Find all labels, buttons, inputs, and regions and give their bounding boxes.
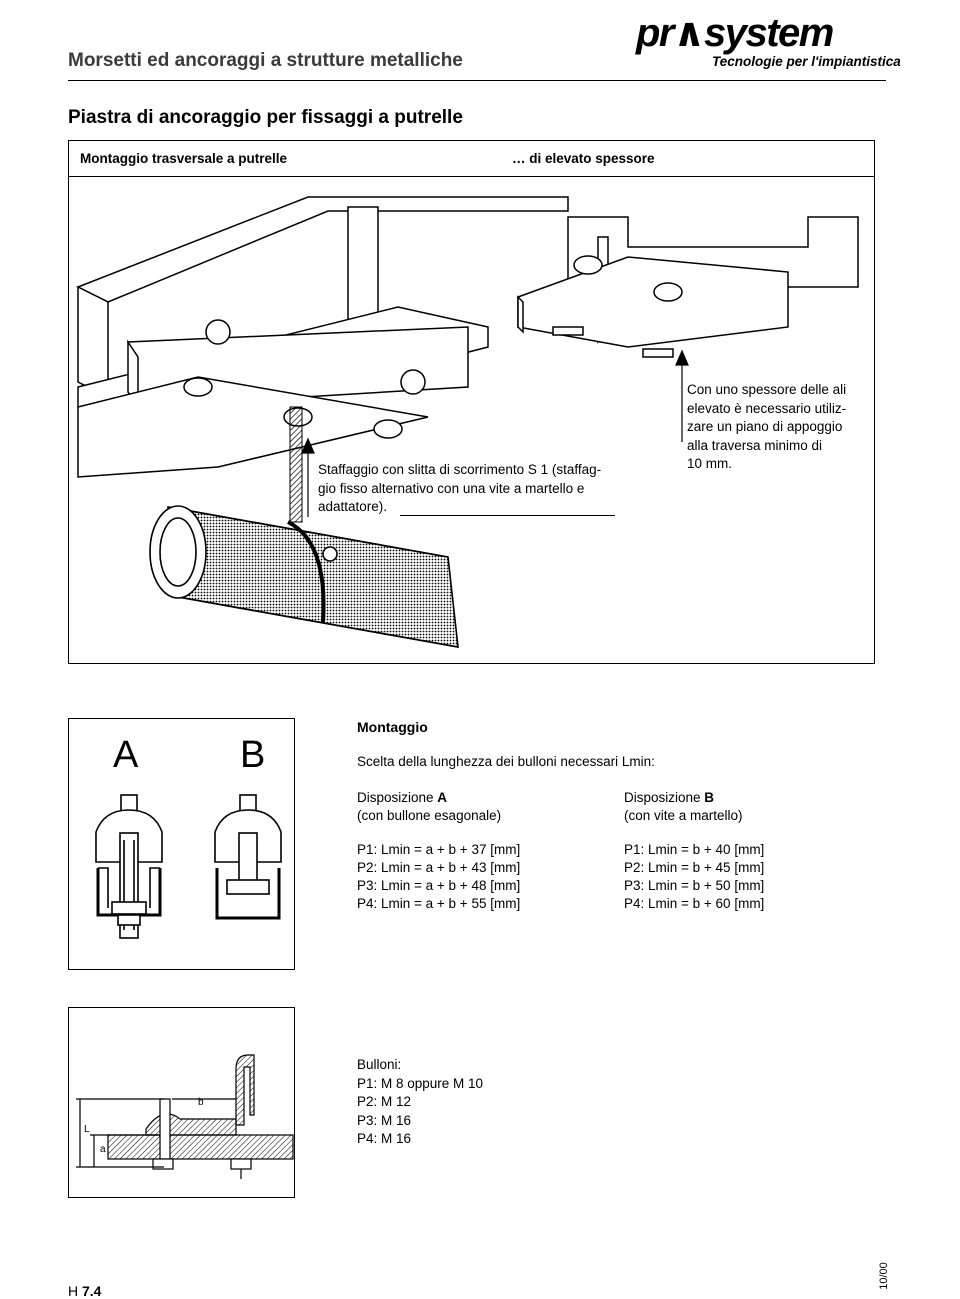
- dimension-b-label: b: [198, 1097, 204, 1108]
- bolt-size-p2: P2: M 12: [357, 1094, 412, 1109]
- note-slide-mount: Staffaggio con slitta di scorrimento S 1…: [318, 461, 618, 517]
- page-title: Piastra di ancoraggio per fissaggi a put…: [68, 107, 463, 128]
- arrangement-b-subtitle: (con vite a martello): [624, 808, 743, 823]
- formula-a-p4: P4: Lmin = a + b + 55 [mm]: [357, 896, 521, 911]
- dimension-l-label: L: [84, 1124, 90, 1135]
- dimension-figure-box: [68, 1007, 295, 1198]
- note-thick-line: alla traversa minimo di: [687, 437, 823, 453]
- bolt-size-p1: P1: M 8 oppure M 10: [357, 1075, 484, 1091]
- formula-b-p2: P2: Lmin = b + 45 [mm]: [624, 860, 765, 875]
- arrangement-a-key: A: [437, 790, 448, 805]
- note-slide-line: gio fisso alternativo con una vite a mar…: [318, 480, 585, 496]
- dimension-drawing: [76, 1054, 294, 1179]
- arrangement-b-formulas: P1: Lmin = b + 40 [mm] P2: Lmin = b + 45…: [624, 841, 764, 913]
- note-slide-line: Staffaggio con slitta di scorrimento S 1…: [318, 462, 602, 477]
- figure-main-box: [68, 140, 875, 664]
- arrangement-a-formulas: P1: Lmin = a + b + 37 [mm] P2: Lmin = a …: [357, 841, 520, 913]
- brand-logo: pr∧system: [636, 11, 834, 55]
- note-thick-line: zare un piano di appoggio: [687, 419, 843, 434]
- arrangement-figure-box: [68, 718, 295, 970]
- montaggio-heading: Montaggio: [357, 719, 428, 735]
- arrangement-cross-section: [95, 794, 282, 939]
- arrangement-a-title: Disposizione A: [357, 789, 447, 808]
- header-rule: [68, 80, 886, 81]
- arrangement-a-subtitle: (con bullone esagonale): [357, 808, 502, 823]
- note-thick-line: 10 mm.: [687, 456, 733, 471]
- figure-main-header-rule: [68, 176, 875, 177]
- note-thick-flange: Con uno spessore delle ali elevato è nec…: [687, 381, 872, 474]
- beam-clamp-illustration: [76, 196, 859, 648]
- header-title: Morsetti ed ancoraggi a strutture metall…: [68, 50, 463, 71]
- page-number-value: 7.4: [82, 1283, 102, 1299]
- brand-tagline: Tecnologie per l'impiantistica: [712, 54, 901, 69]
- formula-a-p2: P2: Lmin = a + b + 43 [mm]: [357, 860, 521, 875]
- arrangement-b-key: B: [704, 790, 715, 805]
- note-thick-line: elevato è necessario utiliz-: [687, 400, 847, 416]
- label-arrangement-a: A: [113, 734, 139, 776]
- page-number: H 7.4: [68, 1283, 101, 1299]
- bolt-sizes: Bulloni: P1: M 8 oppure M 10 P2: M 12 P3…: [357, 1056, 483, 1149]
- note-slide-underline: [400, 515, 615, 516]
- bolt-size-p4: P4: M 16: [357, 1131, 412, 1146]
- note-thick-line: Con uno spessore delle ali: [687, 382, 847, 397]
- arrangement-b-prefix: Disposizione: [624, 790, 705, 805]
- formula-b-p4: P4: Lmin = b + 60 [mm]: [624, 896, 765, 911]
- bolt-size-p3: P3: M 16: [357, 1112, 412, 1128]
- edition-date: 10/00: [877, 1262, 890, 1290]
- page-number-prefix: H: [68, 1283, 82, 1299]
- formula-a-p1: P1: Lmin = a + b + 37 [mm]: [357, 842, 521, 857]
- formula-b-p1: P1: Lmin = b + 40 [mm]: [624, 842, 765, 857]
- bolt-length-intro: Scelta della lunghezza dei bulloni neces…: [357, 754, 655, 769]
- caption-transverse: Montaggio trasversale a putrelle: [80, 151, 288, 166]
- arrangement-b-title: Disposizione B: [624, 789, 714, 808]
- caption-thick: … di elevato spessore: [512, 151, 655, 166]
- note-slide-line: adattatore).: [318, 499, 388, 514]
- bolt-sizes-title: Bulloni:: [357, 1057, 402, 1072]
- label-arrangement-b: B: [240, 734, 266, 776]
- arrangement-a-prefix: Disposizione: [357, 790, 438, 805]
- dimension-a-label: a: [100, 1144, 106, 1155]
- formula-a-p3: P3: Lmin = a + b + 48 [mm]: [357, 878, 521, 893]
- formula-b-p3: P3: Lmin = b + 50 [mm]: [624, 878, 765, 893]
